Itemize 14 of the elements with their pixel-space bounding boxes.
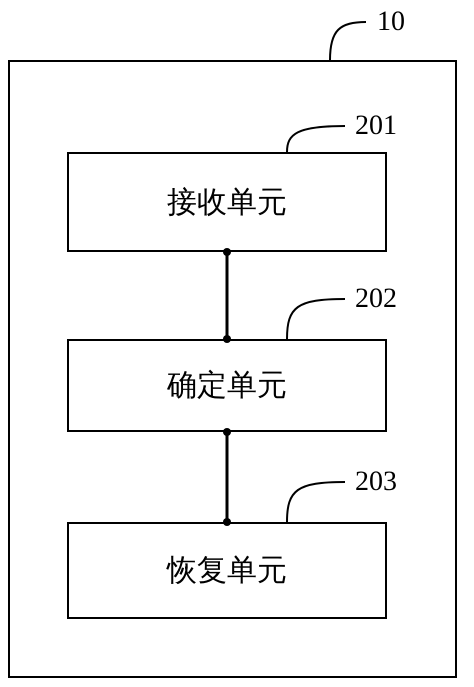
unit-box: 确定单元 xyxy=(67,339,387,432)
outer-frame xyxy=(8,60,457,678)
callout-number: 201 xyxy=(345,110,407,142)
unit-box: 恢复单元 xyxy=(67,522,387,619)
leader-line xyxy=(286,125,346,152)
connector-line xyxy=(223,428,231,526)
leader-line xyxy=(286,481,346,522)
callout-number: 10 xyxy=(366,6,416,38)
callout-number: 203 xyxy=(345,466,407,498)
leader-line xyxy=(286,298,346,340)
leader-line xyxy=(329,21,366,60)
connector-line xyxy=(223,248,231,343)
unit-box: 接收单元 xyxy=(67,152,387,252)
callout-number: 202 xyxy=(345,283,407,315)
